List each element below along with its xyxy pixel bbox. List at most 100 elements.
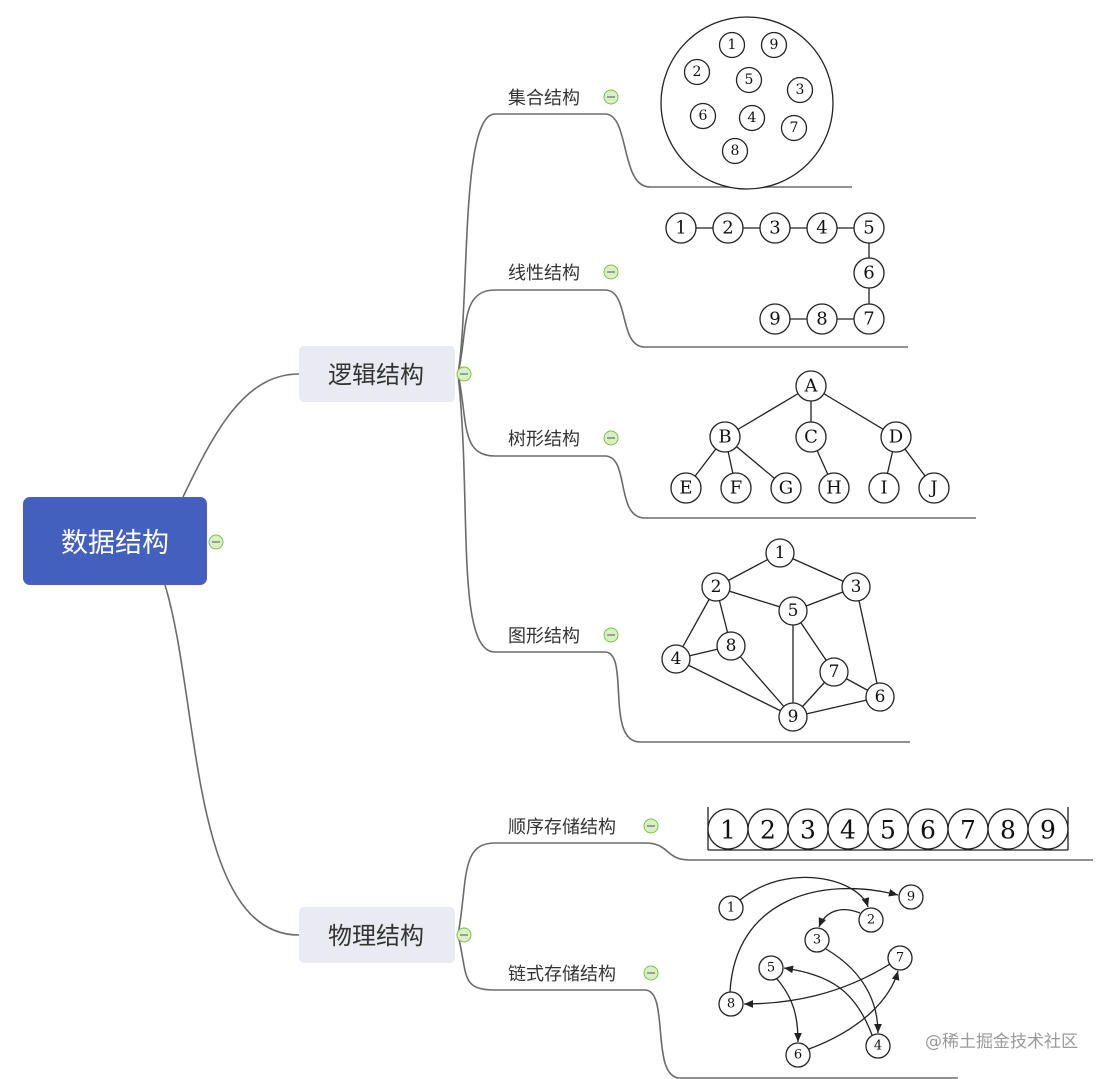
pointer-arrow-4-5 <box>783 965 873 1036</box>
figure-node-6: 6 <box>689 102 717 130</box>
figure-node-D: D <box>880 421 912 453</box>
collapse-icon[interactable] <box>643 965 659 981</box>
svg-text:4: 4 <box>671 649 682 669</box>
array-cell-5: 5 <box>867 808 909 850</box>
collapse-icon[interactable] <box>603 627 619 643</box>
figure-node-6: 6 <box>865 682 895 712</box>
figure-node-8: 8 <box>718 991 744 1017</box>
figure-node-4: 4 <box>806 212 838 244</box>
svg-text:I: I <box>880 478 887 499</box>
leaf-label-tree[interactable]: 树形结构 <box>508 429 580 450</box>
svg-text:6: 6 <box>699 108 708 124</box>
figure-node-3: 3 <box>786 76 814 104</box>
svg-text:J: J <box>928 478 937 499</box>
svg-text:9: 9 <box>769 309 780 330</box>
svg-text:7: 7 <box>790 120 799 136</box>
figure-node-9: 9 <box>898 884 924 910</box>
array-cell-7: 7 <box>947 808 989 850</box>
collapse-icon[interactable] <box>456 927 472 943</box>
figure-node-5: 5 <box>778 596 808 626</box>
pointer-arrow-8-9 <box>729 887 899 993</box>
figure-edge-A-D <box>810 385 897 438</box>
leaf-label-graph[interactable]: 图形结构 <box>508 626 580 647</box>
set-boundary <box>660 16 834 190</box>
svg-text:6: 6 <box>863 263 874 284</box>
svg-text:1: 1 <box>720 816 736 845</box>
leaf-label-set[interactable]: 集合结构 <box>508 88 580 109</box>
svg-text:3: 3 <box>796 82 805 98</box>
array-cell-3: 3 <box>787 808 829 850</box>
collapse-icon[interactable] <box>456 366 472 382</box>
svg-text:8: 8 <box>816 309 827 330</box>
root-node[interactable]: 数据结构 <box>23 497 207 585</box>
figure-node-H: H <box>818 472 850 504</box>
figure-node-E: E <box>670 472 702 504</box>
leaf-label-sequential[interactable]: 顺序存储结构 <box>508 817 616 838</box>
svg-text:9: 9 <box>770 37 779 53</box>
svg-text:E: E <box>679 478 692 499</box>
svg-text:5: 5 <box>788 601 799 621</box>
collapse-icon[interactable] <box>603 89 619 105</box>
array-cell-4: 4 <box>827 808 869 850</box>
root-label: 数据结构 <box>61 528 169 559</box>
svg-text:1: 1 <box>727 901 735 916</box>
figure-node-1: 1 <box>665 212 697 244</box>
collapse-icon[interactable] <box>603 430 619 446</box>
figure-node-9: 9 <box>778 702 808 732</box>
svg-text:2: 2 <box>867 913 875 928</box>
figure-node-G: G <box>770 472 802 504</box>
connector-set <box>457 113 852 375</box>
connector-tree <box>457 373 976 519</box>
figure-node-I: I <box>868 472 900 504</box>
figure-node-8: 8 <box>806 303 838 335</box>
pointer-arrow-1-2 <box>739 876 870 908</box>
collapse-icon[interactable] <box>643 818 659 834</box>
branch-label: 逻辑结构 <box>328 361 424 389</box>
pointer-arrow-3-4 <box>825 948 882 1034</box>
svg-text:8: 8 <box>726 636 737 656</box>
svg-text:3: 3 <box>813 933 821 948</box>
svg-text:2: 2 <box>693 64 702 80</box>
leaf-label-linked[interactable]: 链式存储结构 <box>508 964 616 985</box>
figure-node-6: 6 <box>785 1042 811 1068</box>
figure-node-5: 5 <box>853 212 885 244</box>
array-cell-1: 1 <box>707 808 749 850</box>
svg-text:4: 4 <box>816 218 827 239</box>
figure-node-3: 3 <box>841 572 871 602</box>
svg-text:9: 9 <box>788 707 799 727</box>
figure-node-7: 7 <box>819 657 849 687</box>
connector-root-logic <box>182 373 300 498</box>
svg-text:7: 7 <box>896 951 904 966</box>
collapse-icon[interactable] <box>603 264 619 280</box>
svg-text:2: 2 <box>711 577 722 597</box>
svg-text:1: 1 <box>675 218 686 239</box>
figure-node-9: 9 <box>760 31 788 59</box>
svg-text:4: 4 <box>840 816 856 845</box>
figure-edge-3-6 <box>855 586 881 698</box>
svg-text:9: 9 <box>907 890 915 905</box>
figure-edge-8-9 <box>730 645 794 718</box>
svg-text:3: 3 <box>851 577 862 597</box>
branch-node-physical[interactable]: 物理结构 <box>299 907 455 963</box>
leaf-label-linear[interactable]: 线性结构 <box>508 263 580 284</box>
svg-text:7: 7 <box>960 816 976 845</box>
collapse-icon[interactable] <box>208 534 224 550</box>
pointer-arrow-5-6 <box>776 978 802 1043</box>
connector-graph <box>457 373 910 743</box>
connector-linear <box>457 289 908 375</box>
figure-node-F: F <box>720 472 752 504</box>
pointer-arrow-6-7 <box>808 970 900 1050</box>
figure-node-B: B <box>709 421 741 453</box>
svg-text:7: 7 <box>829 662 840 682</box>
branch-node-logic[interactable]: 逻辑结构 <box>299 346 455 402</box>
figure-node-1: 1 <box>718 895 744 921</box>
array-cell-2: 2 <box>747 808 789 850</box>
svg-text:8: 8 <box>731 143 740 159</box>
figure-node-5: 5 <box>758 955 784 981</box>
svg-text:F: F <box>730 478 743 499</box>
figure-node-J: J <box>918 472 950 504</box>
